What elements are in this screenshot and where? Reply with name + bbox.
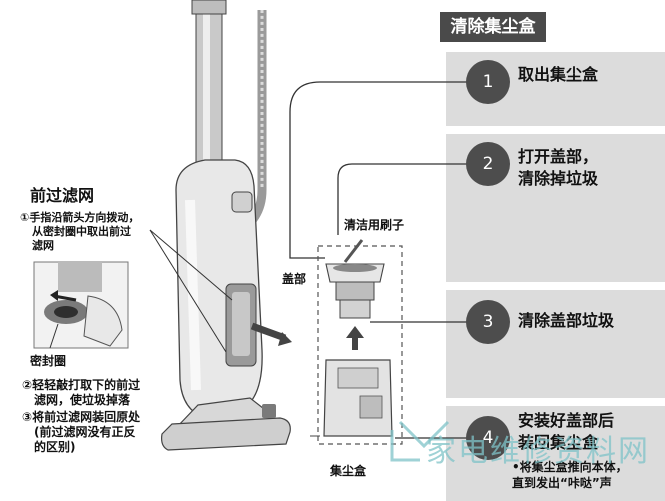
lid-label: 盖部 (282, 272, 307, 286)
filter-step3-line2: (前过滤网没有正反 (34, 425, 136, 439)
step-2-number: 2 (466, 142, 510, 186)
filter-step1-line2: 从密封圈中取出前过 (32, 225, 131, 238)
step-4-text-line1: 安装好盖部后 (518, 411, 615, 430)
filter-step3-line1: ③将前过滤网装回原处 (22, 410, 141, 424)
step-3-number: 3 (466, 300, 510, 344)
seal-ring-label: 密封圈 (30, 354, 67, 368)
step-1-number: 1 (466, 60, 510, 104)
step-4-note-line1: •将集尘盒推向本体， (512, 460, 628, 474)
filter-step1-line3: 滤网 (32, 239, 54, 252)
step-4-note-line2: 直到发出“咔哒”声 (512, 476, 612, 490)
filter-heading: 前过滤网 (30, 186, 95, 205)
step-3-text: 清除盖部垃圾 (518, 311, 615, 330)
filter-step2-line2: 滤网，使垃圾掉落 (34, 393, 131, 407)
filter-step2-line1: ②轻轻敲打取下的前过 (22, 378, 141, 392)
filter-step1-line1: ①手指沿箭头方向拨动， (20, 211, 140, 224)
dust-box-label: 集尘盒 (330, 464, 367, 478)
step-2-text-line2: 清除掉垃圾 (518, 169, 599, 188)
watermark-text: 家电维修资料网 (426, 434, 650, 469)
step-4-text-line2: 装回集尘盒 (518, 433, 599, 452)
page-title: 清除集尘盒 (440, 12, 546, 42)
step-4-number: 4 (466, 416, 510, 460)
step-2-text-line1: 打开盖部， (518, 147, 599, 166)
brush-label: 清洁用刷子 (344, 218, 405, 232)
filter-step3-line3: 的区别) (34, 440, 76, 454)
step-1-text: 取出集尘盒 (518, 65, 599, 84)
